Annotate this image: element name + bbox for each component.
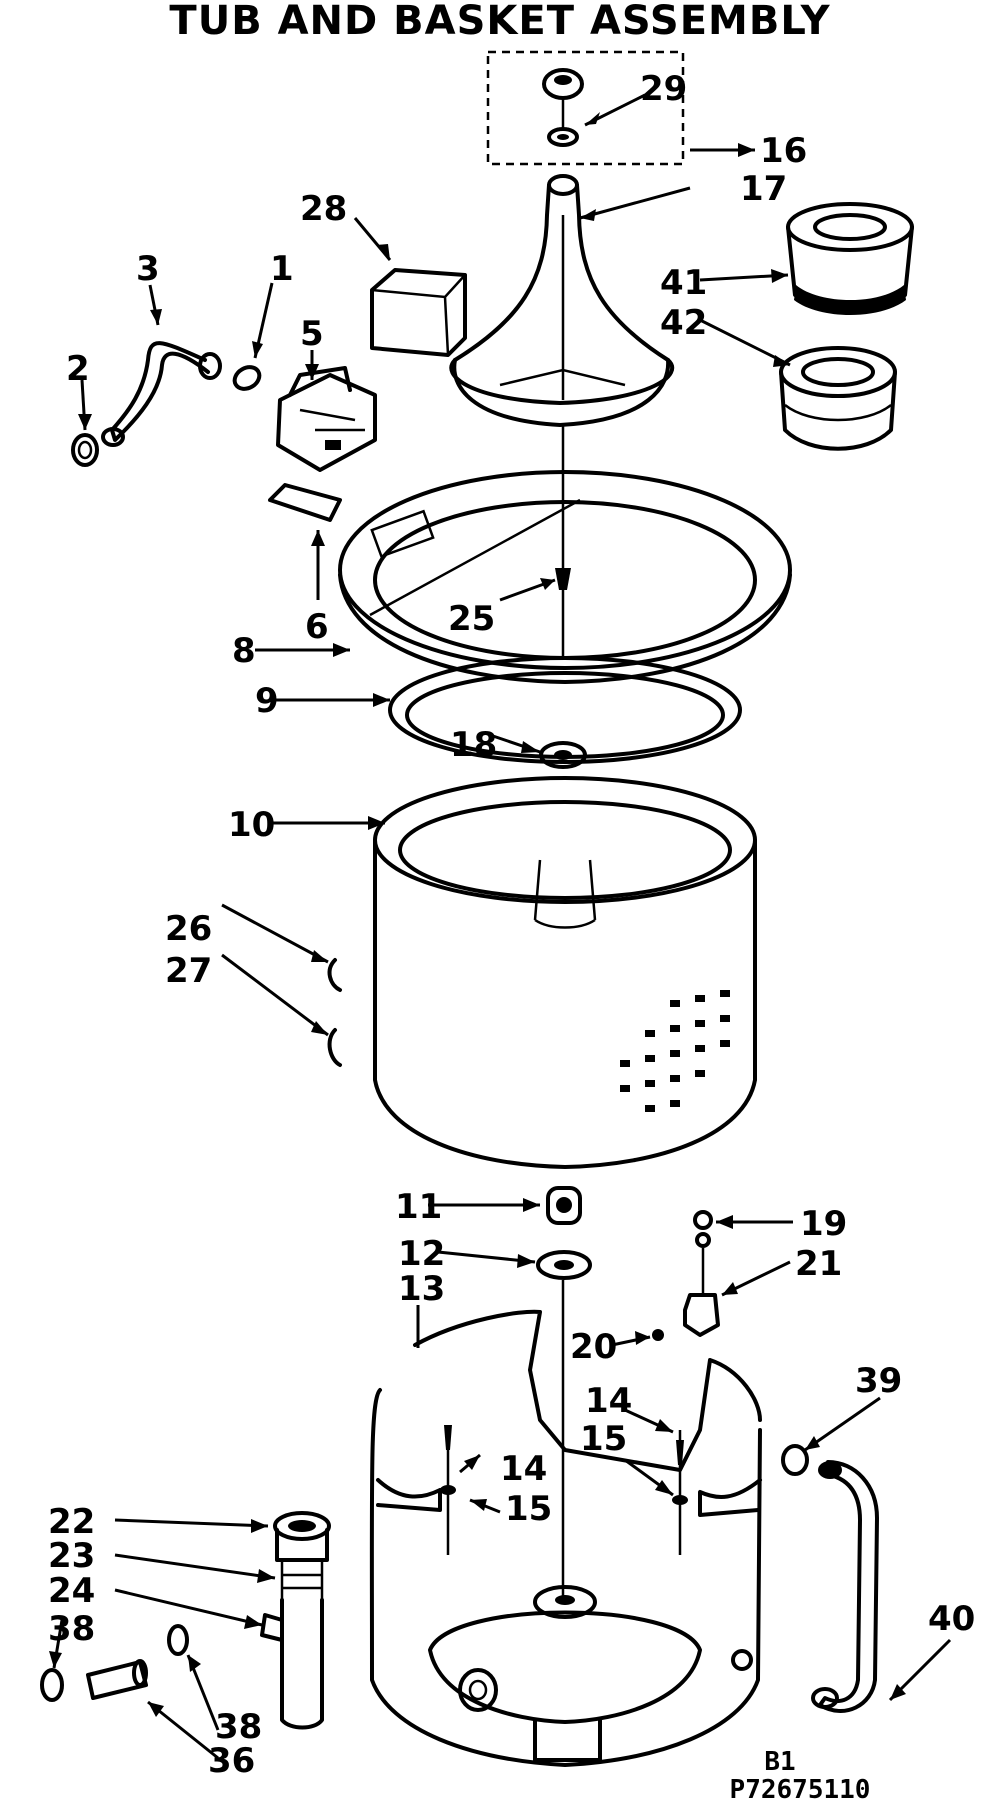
agitator [449, 174, 675, 427]
callout-9: 9 [255, 681, 279, 721]
callout-40: 40 [928, 1599, 975, 1639]
callout-38-left: 38 [48, 1609, 95, 1649]
callout-23: 23 [48, 1536, 95, 1576]
hose-clamp-small [693, 1210, 713, 1248]
callout-15-left: 15 [505, 1489, 552, 1529]
callout-17: 17 [740, 169, 787, 209]
hose-clamp [232, 365, 262, 391]
air-dome [683, 1248, 720, 1337]
callout-39: 39 [855, 1361, 902, 1401]
callout-27: 27 [165, 951, 212, 991]
tub-screw-right [672, 1440, 688, 1505]
callout-5: 5 [300, 314, 324, 354]
softener-dispenser [779, 202, 914, 451]
tub-gasket [388, 656, 742, 764]
hose-clamp-a [40, 1668, 64, 1702]
leader-arrowheads [49, 112, 906, 1717]
short-hose [86, 1659, 148, 1700]
callout-20: 20 [570, 1327, 617, 1367]
callout-2: 2 [66, 349, 90, 389]
callout-38-right: 38 [215, 1707, 262, 1747]
callout-26: 26 [165, 909, 212, 949]
callout-28: 28 [300, 189, 347, 229]
callout-12: 12 [398, 1234, 445, 1274]
callout-15-right: 15 [580, 1419, 627, 1459]
callout-1: 1 [270, 249, 294, 289]
tub-ring [338, 470, 792, 684]
ring-nut [555, 425, 571, 660]
center-post-seal [546, 1186, 582, 1225]
tub-cover-bracket [370, 268, 467, 357]
fill-hose-assembly [101, 341, 222, 447]
callout-18: 18 [450, 725, 497, 765]
seal-washer [536, 1250, 592, 1280]
callout-24: 24 [48, 1571, 95, 1611]
drain-hose-clamp [781, 1444, 809, 1476]
diagram-title: TUB AND BASKET ASSEMBLY [169, 0, 830, 44]
callout-3: 3 [136, 249, 160, 289]
callout-21: 21 [795, 1244, 842, 1284]
callout-13: 13 [398, 1269, 445, 1309]
basket-clip-upper [327, 958, 342, 992]
callout-16: 16 [760, 131, 807, 171]
hose-washer [71, 433, 99, 467]
callout-14-left: 14 [500, 1449, 547, 1489]
callout-14-right: 14 [585, 1381, 632, 1421]
basket-clip-lower [327, 1028, 342, 1067]
spanner-nut [539, 741, 587, 769]
air-dome-nut [652, 1329, 664, 1341]
agitator-cap-kit [486, 50, 685, 166]
callout-22: 22 [48, 1502, 95, 1542]
callout-36: 36 [208, 1741, 255, 1781]
callout-11: 11 [395, 1187, 442, 1227]
callout-10: 10 [228, 805, 275, 845]
drain-pipe-assembly [260, 1511, 331, 1730]
tub-screw-left [440, 1425, 456, 1495]
drain-hose [811, 1460, 879, 1713]
callout-8: 8 [232, 631, 256, 671]
outer-tub [369, 1280, 762, 1767]
callout-29: 29 [640, 69, 687, 109]
callout-41: 41 [660, 263, 707, 303]
footer-code-line2: P72675110 [730, 1775, 871, 1805]
water-inlet [276, 366, 377, 472]
callout-labels: 29 16 17 28 41 42 3 1 5 2 6 25 8 9 18 10… [48, 69, 975, 1781]
callout-42: 42 [660, 303, 707, 343]
footer-code-line1: B1 [764, 1747, 795, 1777]
hose-clamp-b [167, 1624, 189, 1656]
splash-guard [268, 483, 342, 522]
callout-19: 19 [800, 1204, 847, 1244]
spin-basket [373, 776, 757, 1169]
callout-6: 6 [305, 607, 329, 647]
callout-25: 25 [448, 599, 495, 639]
